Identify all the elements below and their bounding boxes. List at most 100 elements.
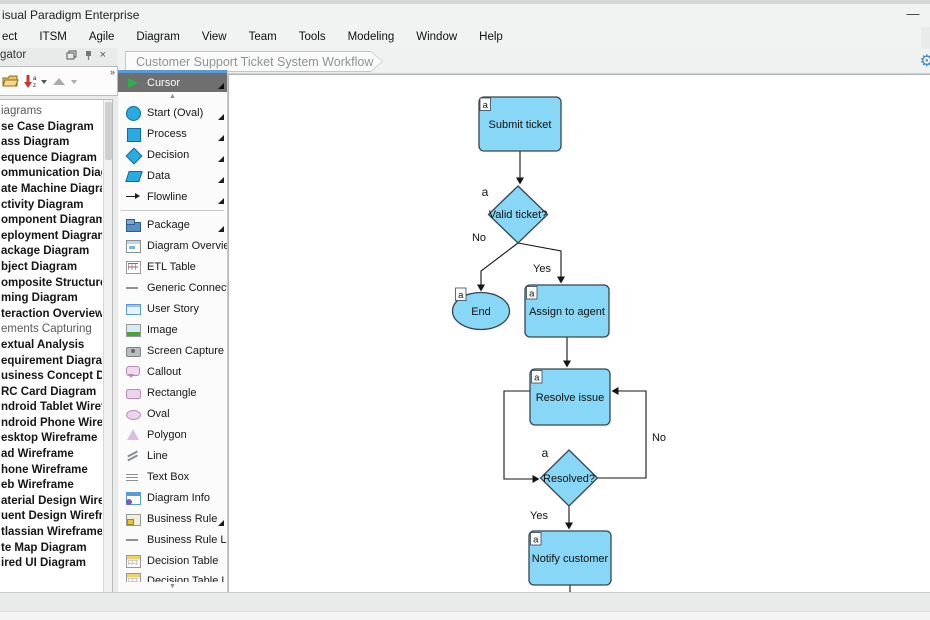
palette-item[interactable]: ▲ xyxy=(118,92,227,102)
sort-dropdown-caret-icon[interactable] xyxy=(41,80,47,84)
polygon-icon xyxy=(125,427,141,443)
menu-item[interactable]: Team xyxy=(248,31,277,43)
minimize-button[interactable]: — xyxy=(906,6,920,21)
diagram-type-item[interactable]: eployment Diagram xyxy=(0,229,102,245)
diagram-type-item[interactable]: esktop Wireframe xyxy=(0,431,102,447)
diagram-type-item[interactable]: aterial Design Wireframe xyxy=(0,494,102,510)
node-submit-ticket[interactable]: a Submit ticket xyxy=(478,96,562,152)
diagram-type-label: ommunication Diagram xyxy=(1,167,102,180)
palette-item[interactable]: Decision xyxy=(118,144,227,165)
edge-valid-no-to-end[interactable] xyxy=(477,242,519,292)
diagram-type-item[interactable]: ackage Diagram xyxy=(0,244,102,260)
menu-item[interactable]: Agile xyxy=(88,31,115,43)
navigator-scrollbar-thumb[interactable] xyxy=(105,102,112,160)
palette-item[interactable]: Diagram Info xyxy=(118,487,227,508)
diagram-type-item[interactable]: ndroid Phone Wireframe xyxy=(0,416,102,432)
palette-item[interactable]: ▼ xyxy=(118,582,227,592)
float-window-icon[interactable] xyxy=(66,50,77,60)
toolbar-overflow-icon[interactable]: » xyxy=(109,67,115,77)
diagram-type-item[interactable]: te Map Diagram xyxy=(0,541,102,557)
palette-item[interactable]: Business Rule xyxy=(118,508,227,529)
palette-item[interactable]: Callout xyxy=(118,361,227,382)
palette-item[interactable]: Decision Table xyxy=(118,550,227,571)
node-end[interactable]: a End xyxy=(451,287,511,331)
palette-item[interactable] xyxy=(118,207,227,214)
palette-item[interactable]: Text Box xyxy=(118,466,227,487)
palette-item[interactable]: ETL Table xyxy=(118,256,227,277)
diagram-type-item[interactable]: iagrams xyxy=(0,104,102,120)
palette-item[interactable]: Diagram Overview xyxy=(118,235,227,256)
gear-icon[interactable]: ⚙ xyxy=(919,53,930,70)
diagram-type-item[interactable]: equirement Diagram xyxy=(0,354,102,370)
collapse-icon[interactable] xyxy=(51,75,67,87)
diagram-type-item[interactable]: hone Wireframe xyxy=(0,463,102,479)
navigator-scrollbar[interactable] xyxy=(103,100,112,620)
palette-item[interactable]: Business Rule Link xyxy=(118,529,227,550)
diagram-type-item[interactable]: ass Diagram xyxy=(0,135,102,151)
diagram-type-item[interactable]: omponent Diagram xyxy=(0,213,102,229)
open-project-icon[interactable] xyxy=(2,74,19,88)
diagram-type-item[interactable]: ommunication Diagram xyxy=(0,166,102,182)
diagram-type-item[interactable]: ctivity Diagram xyxy=(0,198,102,214)
palette-item[interactable]: Generic Connector xyxy=(118,277,227,298)
palette-item[interactable]: User Story xyxy=(118,298,227,319)
node-resolved[interactable]: a Resolved? xyxy=(539,446,599,507)
close-icon[interactable]: × xyxy=(99,49,106,61)
diagram-type-item[interactable]: omposite Structure Diagram xyxy=(0,276,102,292)
palette-item[interactable]: Screen Capture xyxy=(118,340,227,361)
edge-valid-yes-to-assign[interactable] xyxy=(517,242,565,284)
diagram-tab[interactable]: Customer Support Ticket System Workflow xyxy=(125,51,383,72)
svg-text:Resolve issue: Resolve issue xyxy=(536,392,604,404)
window-top-edge xyxy=(0,0,930,4)
palette-item[interactable]: Oval xyxy=(118,403,227,424)
diagram-type-label: ad Wireframe xyxy=(1,448,74,461)
diagram-type-item[interactable]: ndroid Tablet Wireframe xyxy=(0,400,102,416)
diagram-type-item[interactable]: se Case Diagram xyxy=(0,120,102,136)
diagram-type-item[interactable]: bject Diagram xyxy=(0,260,102,276)
diagram-type-item[interactable]: ired UI Diagram xyxy=(0,556,102,572)
menu-item[interactable]: Help xyxy=(479,31,503,43)
menu-item[interactable]: ect xyxy=(2,31,18,43)
palette-item[interactable]: Polygon xyxy=(118,424,227,445)
edge-resolved-no-to-resolve[interactable] xyxy=(597,387,647,479)
palette-item[interactable]: Data xyxy=(118,165,227,186)
diagram-type-item[interactable]: extual Analysis xyxy=(0,338,102,354)
diagram-type-item[interactable]: RC Card Diagram xyxy=(0,385,102,401)
palette-item[interactable]: Decision Table Link xyxy=(118,571,227,582)
diagram-type-item[interactable]: equence Diagram xyxy=(0,151,102,167)
diagram-type-item[interactable]: ements Capturing xyxy=(0,322,102,338)
diagram-type-item[interactable]: ate Machine Diagram xyxy=(0,182,102,198)
menu-item[interactable]: Window xyxy=(416,31,458,43)
node-notify-customer[interactable]: a Notify customer xyxy=(528,530,612,586)
edge-resolve-to-resolved[interactable] xyxy=(503,390,540,483)
diagram-type-item[interactable]: uent Design Wireframe xyxy=(0,509,102,525)
collapse-dropdown-caret-icon[interactable] xyxy=(71,80,77,84)
palette-item[interactable]: Package xyxy=(118,214,227,235)
diagram-type-item[interactable]: usiness Concept Diagram xyxy=(0,369,102,385)
menu-item[interactable]: View xyxy=(201,31,227,43)
diagram-canvas[interactable]: No Yes No Yes a Submit ticket a Valid ti… xyxy=(228,74,930,592)
node-assign-to-agent[interactable]: a Assign to agent xyxy=(524,284,610,338)
palette-item[interactable]: Cursor xyxy=(118,70,227,92)
diagram-type-item[interactable]: ming Diagram xyxy=(0,291,102,307)
node-resolve-issue[interactable]: a Resolve issue xyxy=(529,368,611,426)
palette-item[interactable]: Process xyxy=(118,123,227,144)
sort-icon[interactable]: a z xyxy=(23,74,37,89)
diagram-type-label: ements Capturing xyxy=(1,323,92,336)
palette-item[interactable]: Image xyxy=(118,319,227,340)
oval-icon xyxy=(125,406,141,422)
diagram-type-item[interactable]: ad Wireframe xyxy=(0,447,102,463)
diagram-type-item[interactable]: eb Wireframe xyxy=(0,478,102,494)
diagram-type-item[interactable]: teraction Overview Diagram xyxy=(0,307,102,323)
menu-item[interactable]: ITSM xyxy=(39,31,67,43)
palette-item[interactable]: Start (Oval) xyxy=(118,102,227,123)
node-valid-ticket[interactable]: a Valid ticket? xyxy=(482,185,549,244)
menu-item[interactable]: Modeling xyxy=(347,31,395,43)
menu-item[interactable]: Diagram xyxy=(136,31,180,43)
palette-item[interactable]: Flowline xyxy=(118,186,227,207)
palette-item[interactable]: Line xyxy=(118,445,227,466)
pin-icon[interactable] xyxy=(84,50,93,61)
diagram-type-item[interactable]: tlassian Wireframe xyxy=(0,525,102,541)
palette-item[interactable]: Rectangle xyxy=(118,382,227,403)
menu-item[interactable]: Tools xyxy=(298,31,326,43)
